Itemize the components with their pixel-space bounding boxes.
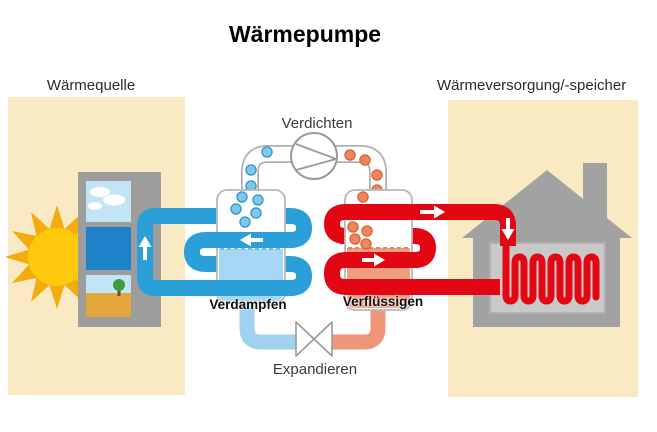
ground-pane: [86, 275, 131, 317]
compress-label: Verdichten: [281, 115, 353, 132]
liquid-pipe-warm: [332, 306, 386, 350]
heat-supply-label: Wärmeversorgung/-speicher: [437, 77, 627, 94]
expansion-valve-icon: [295, 321, 333, 357]
flow-arrow-right-icon: [362, 253, 385, 267]
heating-coil-icon: [502, 242, 600, 305]
evaporate-label: Verdampfen: [209, 297, 287, 312]
cloud-icon: [88, 202, 102, 210]
condense-label: Verflüssigen: [342, 294, 424, 309]
heat-source-label: Wärmequelle: [46, 77, 136, 94]
liquid-pipe-cold: [239, 298, 298, 350]
page-title: Wärmepumpe: [228, 21, 382, 47]
condenser-bubbles: [347, 191, 373, 250]
flow-arrow-down-icon: [501, 218, 515, 240]
evaporator-bubbles: [230, 191, 264, 228]
expand-label: Expandieren: [272, 361, 358, 378]
water-pane: [86, 227, 131, 270]
flow-arrow-left-icon: [240, 233, 263, 247]
compressor-icon: [290, 132, 338, 180]
tree-icon: [117, 288, 121, 296]
air-pane: [86, 181, 131, 222]
source-circuit-pipe: [137, 208, 312, 296]
cloud-icon: [90, 187, 110, 197]
flow-arrow-right-icon: [420, 205, 445, 219]
door-with-air-water-ground-icon: [78, 172, 161, 327]
sun-icon: [5, 205, 109, 309]
tree-icon: [113, 279, 125, 291]
flow-arrow-up-icon: [138, 236, 152, 260]
cloud-icon: [103, 194, 125, 206]
